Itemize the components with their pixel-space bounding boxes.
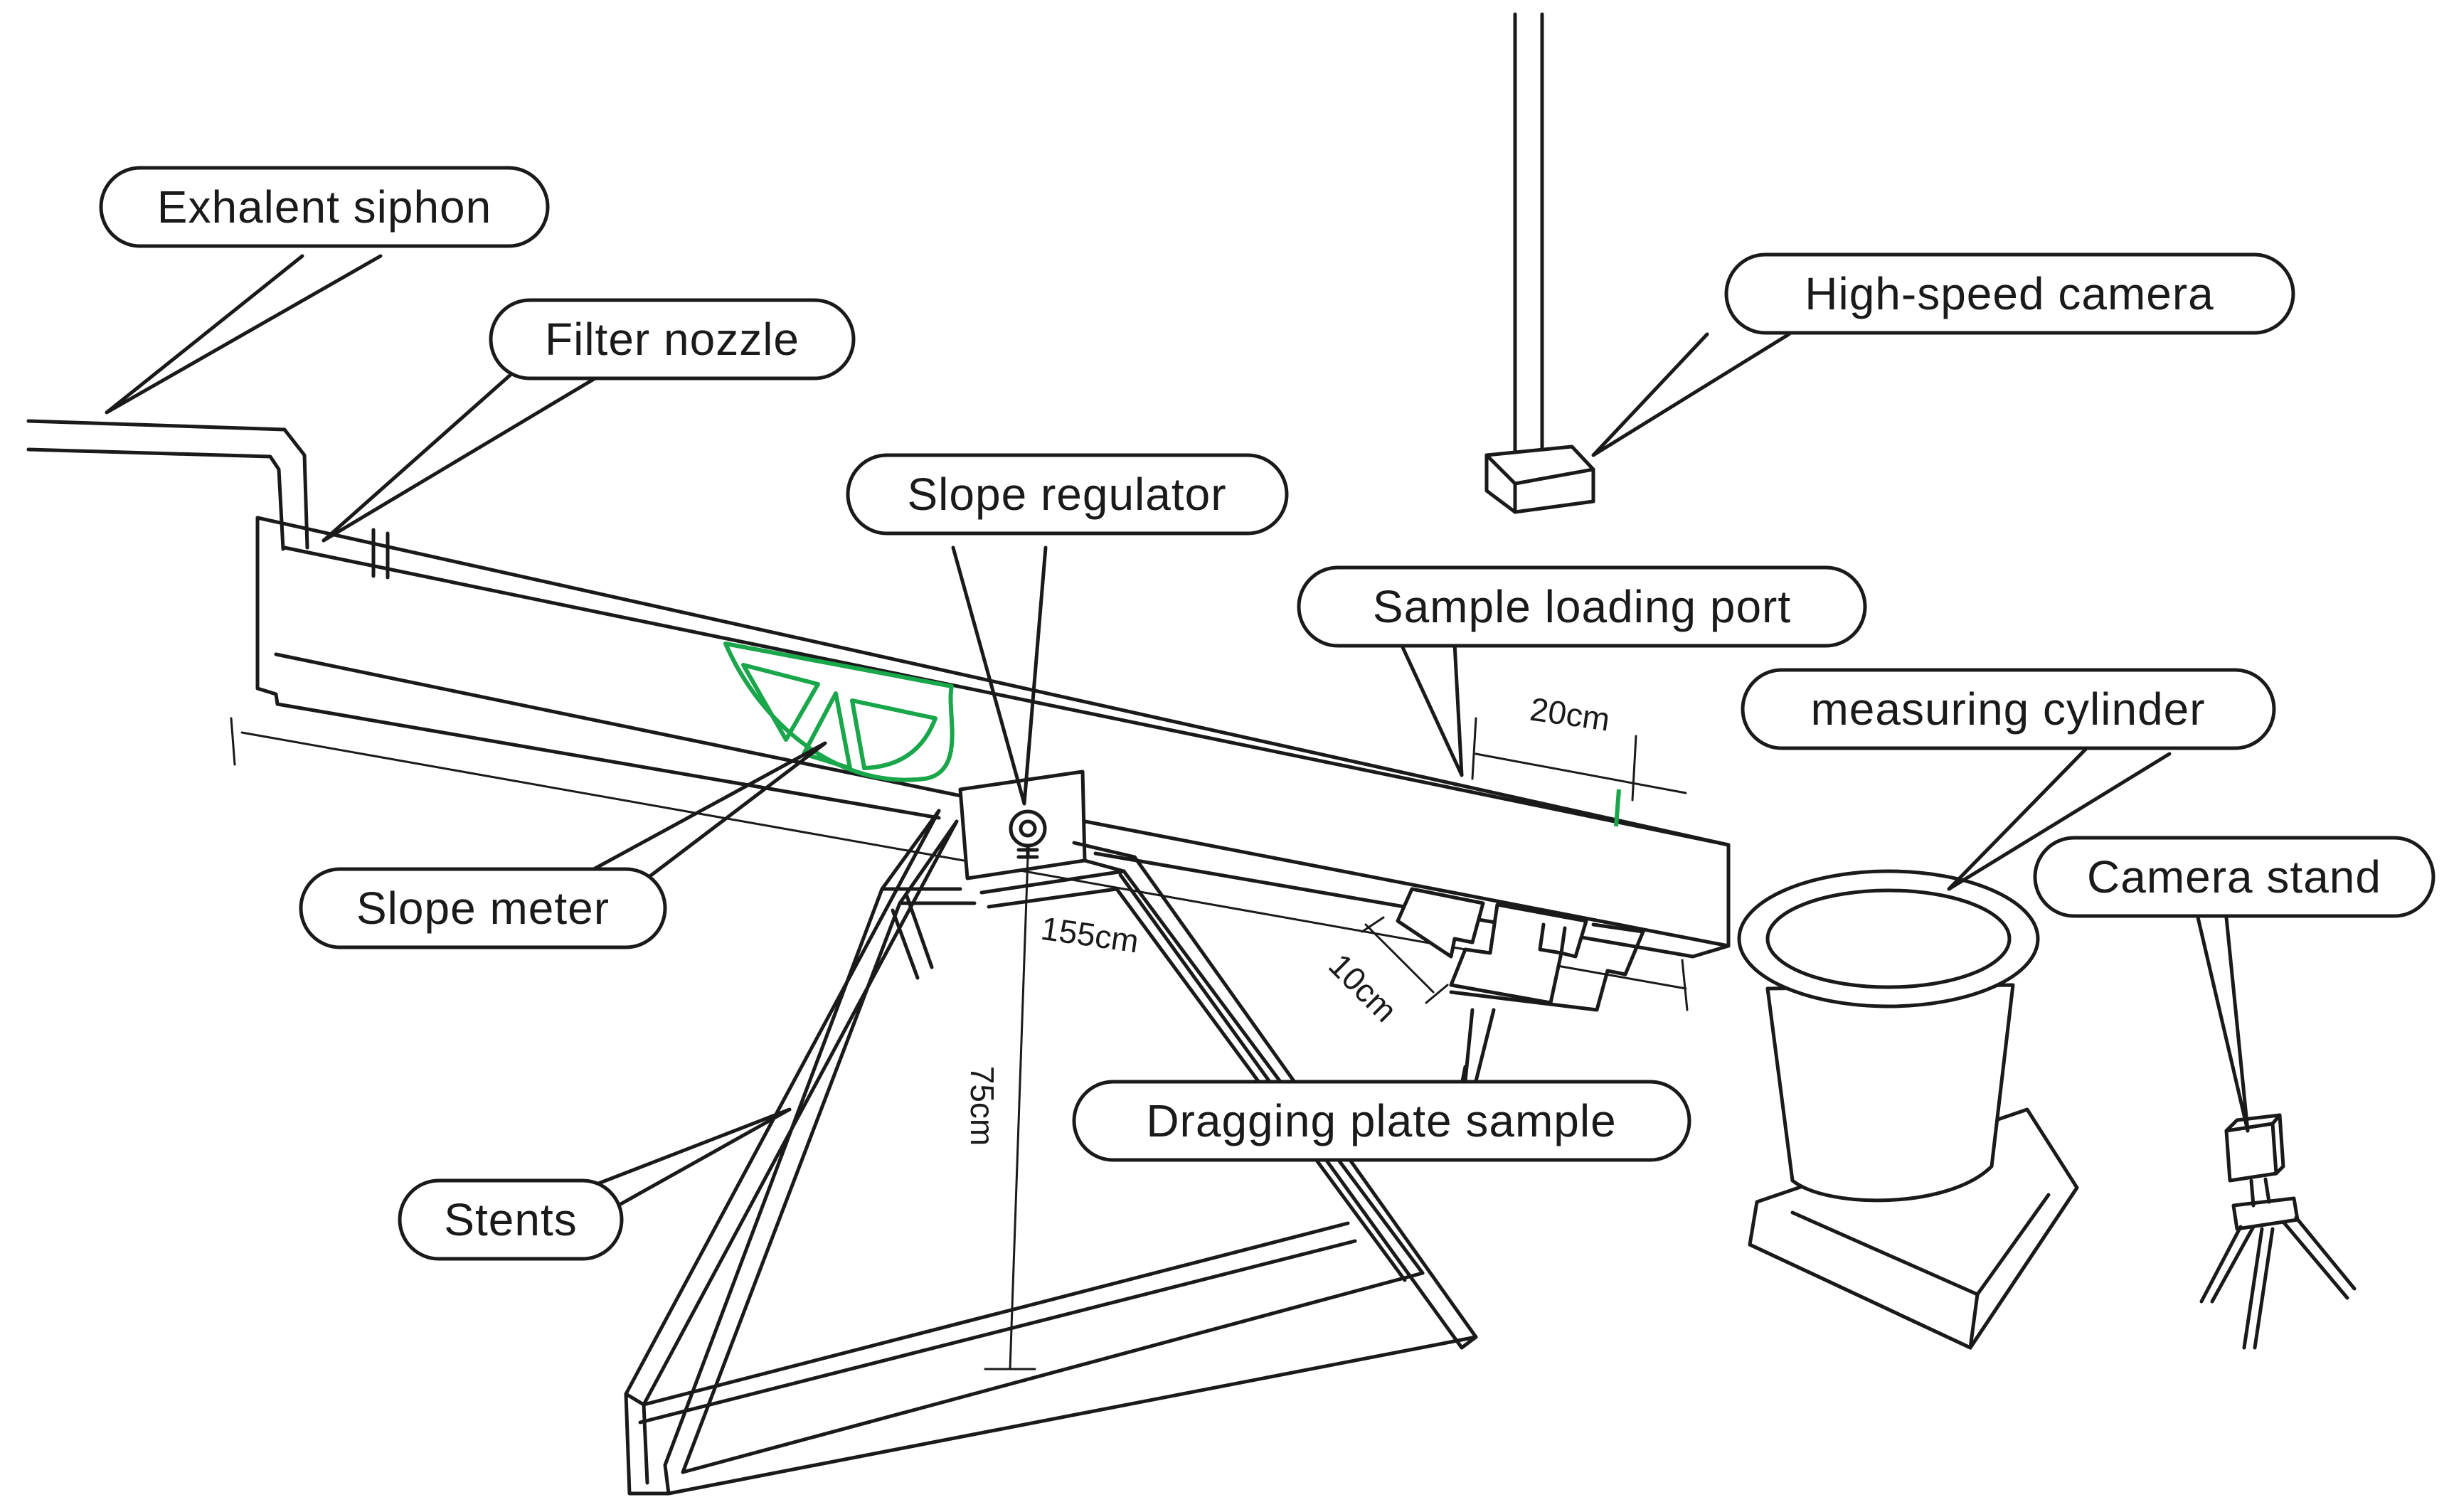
exhalent-siphon-pipe	[26, 419, 309, 551]
label-dragging-plate-sample-text: Dragging plate sample	[1146, 1095, 1616, 1146]
dimension-flume-length: 155cm	[1038, 910, 1141, 960]
label-high-speed-camera-text: High-speed camera	[1805, 268, 2214, 319]
label-exhalent-siphon-text: Exhalent siphon	[157, 181, 492, 233]
label-stents: Stents	[398, 1178, 624, 1261]
label-stents-text: Stents	[444, 1194, 577, 1245]
measuring-cylinder	[1737, 869, 2079, 1350]
dimension-plate-width: 10cm	[1322, 947, 1404, 1029]
label-exhalent-siphon: Exhalent siphon	[99, 166, 550, 248]
flume-channel	[255, 516, 1731, 959]
label-slope-regulator-text: Slope regulator	[907, 469, 1226, 520]
label-measuring-cylinder-text: measuring cylinder	[1810, 683, 2205, 735]
label-measuring-cylinder: measuring cylinder	[1741, 668, 2276, 750]
high-speed-camera	[1484, 12, 1595, 514]
stents-frame	[624, 809, 1478, 1496]
slope-meter	[723, 641, 955, 782]
label-slope-meter-text: Slope meter	[356, 883, 610, 934]
label-camera-stand: Camera stand	[2033, 836, 2435, 918]
label-slope-regulator: Slope regulator	[846, 453, 1289, 536]
dimension-stand-height: 75cm	[964, 1066, 1001, 1146]
port-length-dimension	[1471, 717, 1687, 827]
dimension-port-length: 20cm	[1528, 691, 1613, 738]
label-filter-nozzle-text: Filter nozzle	[545, 314, 799, 365]
label-sample-loading-port-text: Sample loading port	[1373, 581, 1791, 632]
label-slope-meter: Slope meter	[299, 867, 667, 949]
slope-regulator-device	[958, 770, 1087, 880]
label-dragging-plate-sample: Dragging plate sample	[1072, 1080, 1691, 1162]
callout-pointers	[105, 254, 2250, 1211]
stand-height-dimension	[984, 856, 1036, 1370]
camera-stand-tripod	[2199, 1113, 2357, 1350]
label-high-speed-camera: High-speed camera	[1724, 252, 2295, 335]
label-camera-stand-text: Camera stand	[2087, 851, 2381, 903]
label-sample-loading-port: Sample loading port	[1297, 565, 1867, 648]
dragging-plate-sample	[1361, 887, 1645, 1012]
label-filter-nozzle: Filter nozzle	[489, 298, 856, 380]
